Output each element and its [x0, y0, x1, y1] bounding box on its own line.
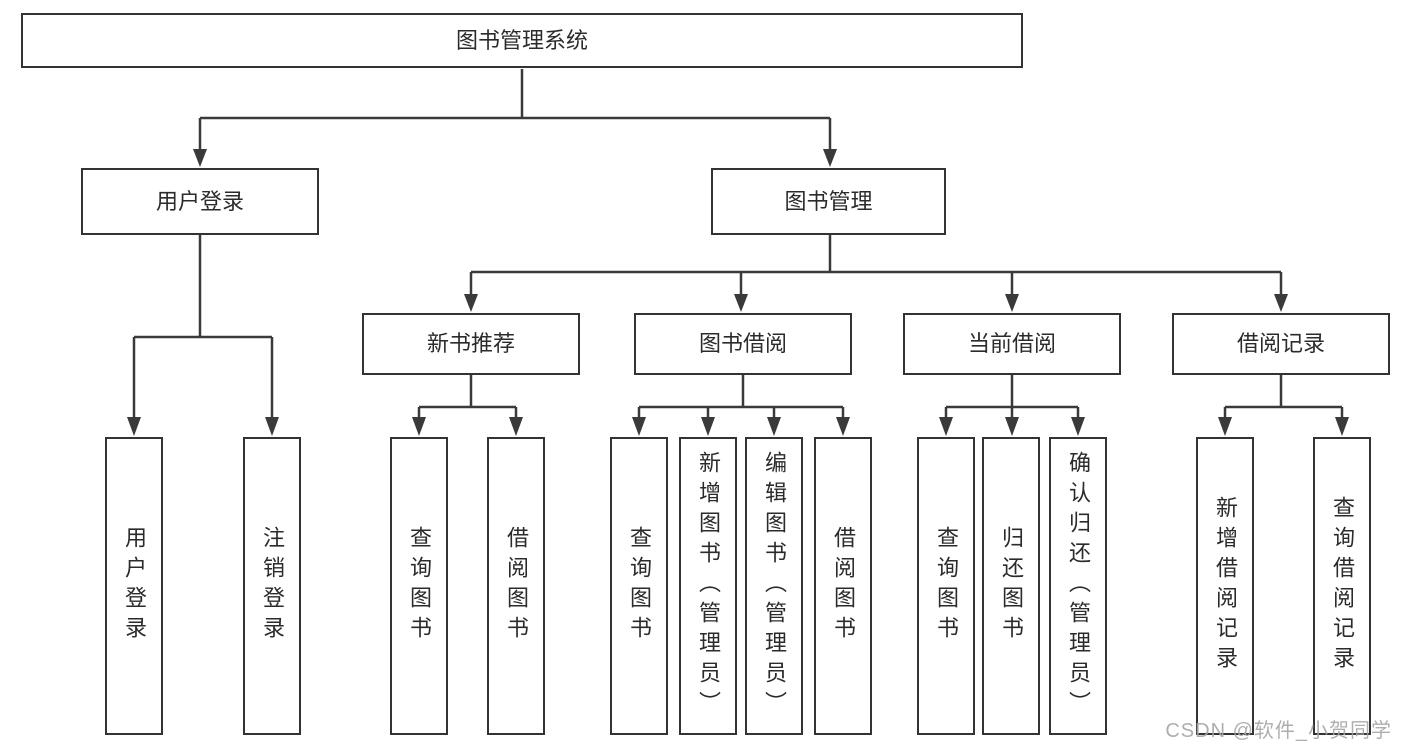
node-borrow-records: 借阅记录 [1172, 313, 1390, 375]
leaf-logout: 注销登录 [243, 437, 301, 735]
leaf-newbooks-borrow-books: 借阅图书 [487, 437, 545, 735]
node-book-management: 图书管理 [711, 168, 946, 235]
node-new-book-recommend: 新书推荐 [362, 313, 580, 375]
leaf-current-query-books: 查询图书 [917, 437, 975, 735]
node-user-login-label: 用户登录 [155, 188, 244, 214]
leaf-borrow-add-books-admin: 新增图书（管理员） [679, 437, 737, 735]
node-root-label: 图书管理系统 [455, 27, 588, 53]
leaf-borrow-borrow-books: 借阅图书 [814, 437, 872, 735]
leaf-user-login: 用户登录 [105, 437, 163, 735]
node-user-login: 用户登录 [81, 168, 319, 235]
node-current-borrow: 当前借阅 [903, 313, 1121, 375]
edge-bookmgmt-groups [469, 235, 1283, 297]
arrowheads [127, 149, 1349, 436]
edge-current-children [944, 375, 1080, 420]
leaf-newbooks-query-books: 查询图书 [390, 437, 448, 735]
node-book-borrow: 图书借阅 [634, 313, 852, 375]
edge-records-children [1223, 375, 1344, 420]
leaf-borrow-edit-books-admin: 编辑图书（管理员） [745, 437, 803, 735]
csdn-watermark: CSDN @软件_小贺同学 [1165, 720, 1392, 742]
leaf-current-return-books: 归还图书 [982, 437, 1040, 735]
edge-userlogin-children [132, 235, 274, 420]
node-book-management-label: 图书管理 [784, 188, 873, 214]
edge-borrow-children [637, 375, 845, 420]
node-book-borrow-label: 图书借阅 [698, 331, 787, 356]
leaf-borrow-query-books: 查询图书 [610, 437, 668, 735]
node-current-borrow-label: 当前借阅 [967, 331, 1056, 356]
edge-newbooks-children [417, 375, 518, 420]
node-root-library-system: 图书管理系统 [21, 13, 1023, 68]
leaf-records-query-record: 查询借阅记录 [1313, 437, 1371, 735]
node-borrow-records-label: 借阅记录 [1236, 331, 1325, 356]
leaf-records-add-record: 新增借阅记录 [1196, 437, 1254, 735]
edge-root-to-level2 [198, 69, 832, 151]
leaf-current-confirm-return-admin: 确认归还（管理员） [1049, 437, 1107, 735]
node-new-book-recommend-label: 新书推荐 [426, 331, 515, 356]
